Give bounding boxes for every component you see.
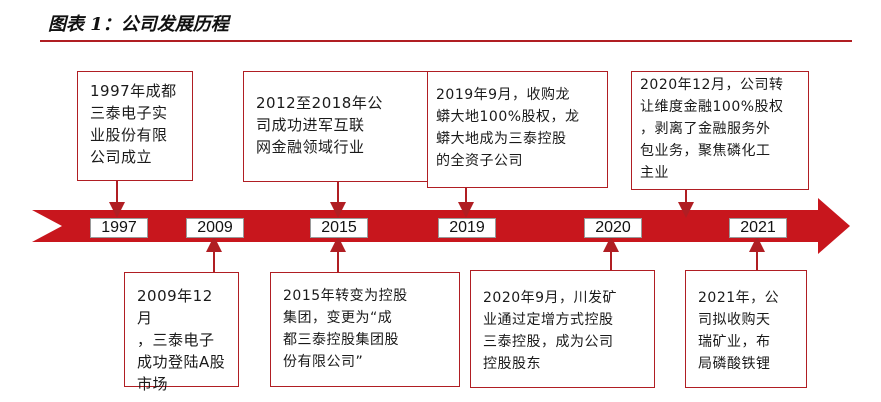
event-box-2015: 2015年转变为控股 集团，变更为“成 都三泰控股集团股 份有限公司” [270,272,460,387]
year-label-2015: 2015 [310,218,368,238]
title-bar: 图表 1：公司发展历程 [0,0,881,44]
event-text-1997: 1997年成都 三泰电子实 业股份有限 公司成立 [90,82,177,166]
year-label-2020: 2020 [584,218,642,238]
event-text-2019: 2019年9月，收购龙 蟒大地100%股权，龙 蟒大地成为三泰控股 的全资子公司 [436,87,580,169]
event-box-2009: 2009年12月 ，三泰电子 成功登陆A股 市场 [124,272,239,393]
year-label-2009: 2009 [186,218,244,238]
event-box-1997: 1997年成都 三泰电子实 业股份有限 公司成立 [77,71,193,181]
event-text-2009: 2009年12月 ，三泰电子 成功登陆A股 市场 [137,287,226,393]
event-box-2012-2018: 2012至2018年公 司成功进军互联 网金融领域行业 [243,71,431,182]
event-text-2021: 2021年，公 司拟收购天 瑞矿业，布 局磷酸铁锂 [698,290,780,372]
event-box-2021: 2021年，公 司拟收购天 瑞矿业，布 局磷酸铁锂 [685,270,807,388]
year-label-2019: 2019 [438,218,496,238]
figure-title: 图表 1：公司发展历程 [48,14,229,35]
year-label-1997: 1997 [90,218,148,238]
title-divider [40,40,852,42]
event-text-2015: 2015年转变为控股 集团，变更为“成 都三泰控股集团股 份有限公司” [283,288,408,370]
event-box-2019: 2019年9月，收购龙 蟒大地100%股权，龙 蟒大地成为三泰控股 的全资子公司 [427,71,608,188]
event-box-2020-dec: 2020年12月，公司转 让维度金融100%股权 ，剥离了金融服务外 包业务，聚… [631,71,809,190]
event-text-2020-dec: 2020年12月，公司转 让维度金融100%股权 ，剥离了金融服务外 包业务，聚… [640,77,784,181]
event-text-2012-2018: 2012至2018年公 司成功进军互联 网金融领域行业 [256,94,383,156]
event-box-2020-sep: 2020年9月，川发矿 业通过定增方式控股 三泰控股，成为公司 控股股东 [470,270,655,388]
event-text-2020-sep: 2020年9月，川发矿 业通过定增方式控股 三泰控股，成为公司 控股股东 [483,290,618,372]
year-label-2021: 2021 [729,218,787,238]
